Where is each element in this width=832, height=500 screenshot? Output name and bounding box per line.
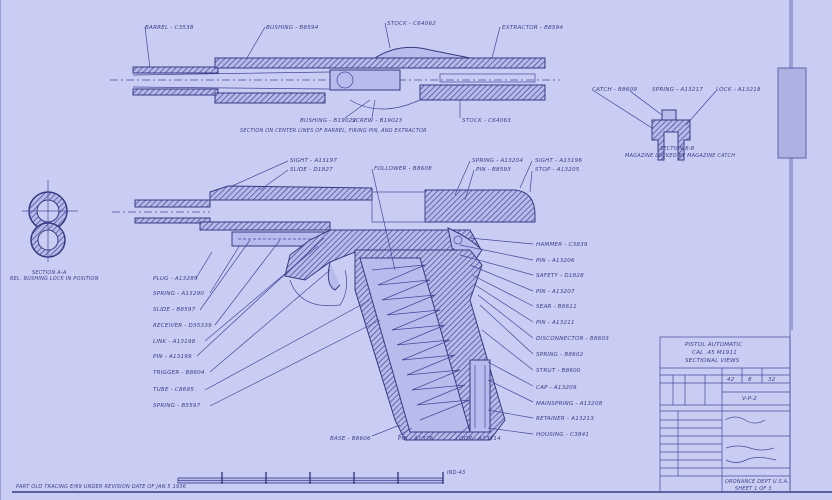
section-aa-subcaption: REL. BUSHING LOCK IN POSITION xyxy=(10,276,99,282)
title-block xyxy=(659,336,791,493)
title-line-2: CAL .45 M1911 xyxy=(692,350,737,356)
label-spring-top: SPRING - A13204 xyxy=(472,158,523,164)
title-number-1: 42 xyxy=(727,377,735,383)
left-labels: PLUG - A13289 SPRING - A13290 SLIDE - B8… xyxy=(153,276,212,409)
label-plug: PLUG - A13289 xyxy=(153,276,198,282)
label-link: LINK - A13198 xyxy=(153,339,196,345)
label-trigger: TRIGGER - B8604 xyxy=(153,370,205,376)
title-sheet: SHEET 1 OF 3 xyxy=(735,486,772,492)
title-symbol: V-P-2 xyxy=(742,396,757,402)
label-strut: STRUT - B8600 xyxy=(536,368,581,374)
label-pin-top: PIN - B8593 xyxy=(476,167,511,173)
label-follower: FOLLOWER - B8608 xyxy=(374,166,432,172)
label-sear: SEAR - B8611 xyxy=(536,304,577,310)
label-extractor: EXTRACTOR - B8594 xyxy=(502,25,563,31)
section-aa-caption: SECTION A-A xyxy=(32,270,67,276)
revision-note: PART OLD TRACING E/69 UNDER REVISION DAT… xyxy=(16,484,186,490)
label-spring-recoil: SPRING - A13290 xyxy=(153,291,204,297)
label-safety: SAFETY - D1828 xyxy=(536,273,584,279)
label-catch: CATCH - B8609 xyxy=(592,87,637,93)
label-disconnector: DISCONNECTOR - B8603 xyxy=(536,336,609,342)
label-housing: HOUSING - C3841 xyxy=(536,432,589,438)
label-stock-2: STOCK - C64063 xyxy=(462,118,511,124)
title-number-2: 8 xyxy=(748,377,752,383)
label-sight-front: SIGHT - A13196 xyxy=(535,158,582,164)
label-bushing: BUSHING - B8594 xyxy=(266,25,319,31)
label-mainspring: MAINSPRING - A13208 xyxy=(536,401,603,407)
scale-bar xyxy=(177,472,444,484)
label-stock: STOCK - C64062 xyxy=(387,21,436,27)
label-pin-sear: PIN - A13207 xyxy=(536,289,575,295)
right-labels: HAMMER - C3839 PIN - A13206 SAFETY - D18… xyxy=(536,242,609,438)
title-number-3: 32 xyxy=(768,377,776,383)
label-spring-tube: SPRING - B5597 xyxy=(153,403,201,409)
magazine-catch-section-drawing xyxy=(593,90,717,161)
label-pin-3: PIN - A13211 xyxy=(536,320,575,326)
pistol-sectional-view xyxy=(112,185,536,441)
label-hammer: HAMMER - C3839 xyxy=(536,242,588,248)
label-base: BASE - B8606 xyxy=(330,436,371,442)
label-retainer: RETAINER - A13213 xyxy=(536,416,594,422)
label-pin-link: PIN - A13199 xyxy=(153,354,192,360)
label-tube: TUBE - C8695 xyxy=(153,387,194,393)
title-dept: ORDNANCE DEPT U.S.A. xyxy=(725,479,789,485)
section-bb-caption: SECTION B-B xyxy=(660,146,695,152)
label-slide-top: SLIDE - D1827 xyxy=(290,167,333,173)
label-spring-bb: SPRING - A13217 xyxy=(652,87,703,93)
barrel-section-leaders xyxy=(144,22,501,119)
pistol-label-leaders xyxy=(195,160,534,437)
label-slide: SLIDE - B8597 xyxy=(153,307,196,313)
label-spring-sear: SPRING - B8602 xyxy=(536,352,584,358)
label-bushing-2: BUSHING - B19022 xyxy=(300,118,357,124)
title-line-1: PISTOL AUTOMATIC xyxy=(685,342,742,348)
label-sight-rear: SIGHT - A13197 xyxy=(290,158,337,164)
label-pin-base: PIN - A1326 xyxy=(398,436,433,442)
title-line-3: SECTIONAL VIEWS xyxy=(685,358,740,364)
bushing-section-drawing xyxy=(22,180,78,262)
barrel-section-drawing xyxy=(110,46,560,110)
label-pin-hammer: PIN - A13206 xyxy=(536,258,575,264)
label-loop: LOOP - A13214 xyxy=(456,436,501,442)
label-lock: LOCK - A13218 xyxy=(716,87,761,93)
label-receiver: RECEIVER - D35339 xyxy=(153,323,212,329)
label-barrel: BARREL - C3538 xyxy=(145,25,194,31)
label-stop: STOP - A13205 xyxy=(535,167,580,173)
section-bb-subcaption: MAGAZINE LOCKED BY MAGAZINE CATCH xyxy=(625,153,735,159)
scale-label: IND-43 xyxy=(447,470,465,476)
label-screw: SCREW - B19023 xyxy=(352,118,403,124)
label-cap: CAP - A13209 xyxy=(536,385,577,391)
top-section-caption: SECTION ON CENTER LINES OF BARREL, FIRIN… xyxy=(240,128,427,134)
side-stamp xyxy=(777,0,807,330)
